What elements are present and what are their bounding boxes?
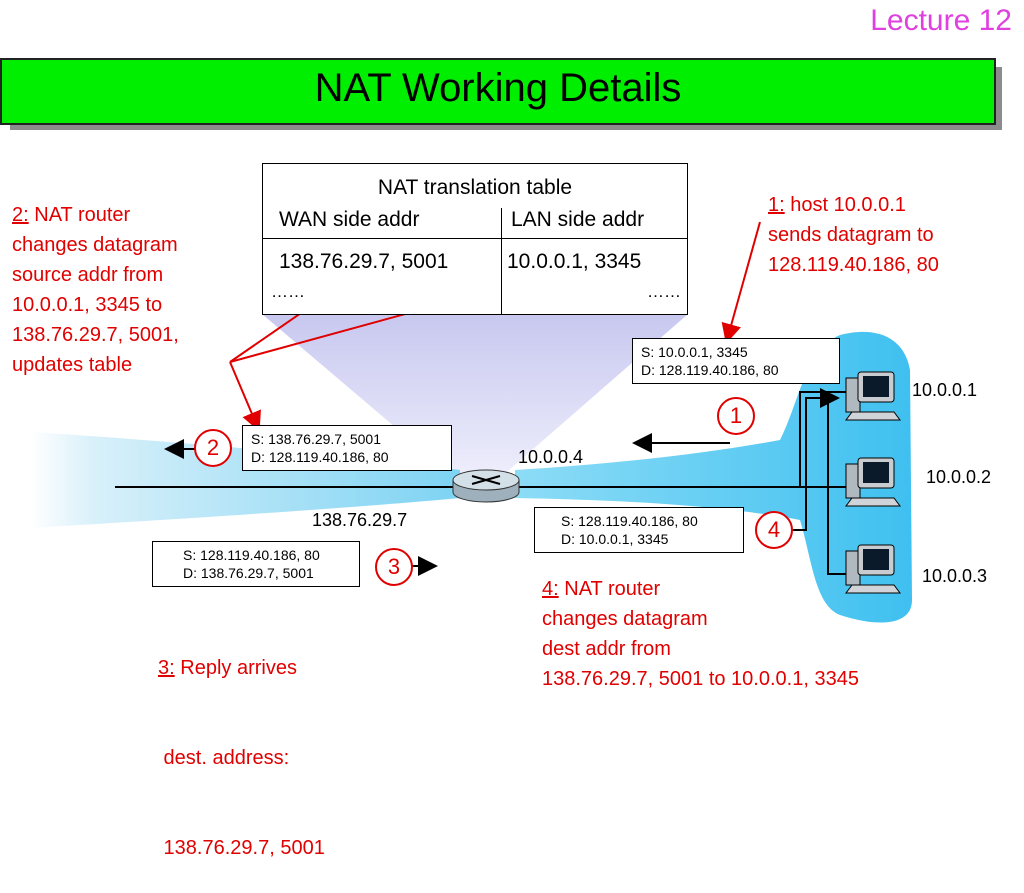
annotation-step2: 2: NAT router changes datagram source ad… [12, 200, 179, 380]
datagram-3-source: S: 128.119.40.186, 80 [183, 547, 320, 563]
annotation-step2-line: source addr from [12, 264, 164, 286]
arrow-step1-to-packet1 [721, 221, 761, 344]
header-divider [263, 238, 687, 239]
annotation-step4-number: 4: [542, 578, 559, 600]
annotation-step2-line: 138.76.29.7, 5001, [12, 324, 179, 346]
datagram-1-dest: D: 128.119.40.186, 80 [641, 362, 779, 378]
annotation-step3-line: Reply arrives [180, 657, 297, 679]
datagram-box-3: S: 128.119.40.186, 80 D: 138.76.29.7, 50… [152, 541, 360, 587]
column-divider [501, 208, 502, 314]
datagram-3-dest: D: 138.76.29.7, 5001 [183, 565, 314, 581]
column-header-wan: WAN side addr [279, 208, 420, 231]
datagram-2-source: S: 138.76.29.7, 5001 [251, 431, 381, 447]
host-computer-icon-3 [845, 544, 901, 594]
annotation-step1-number: 1: [768, 194, 785, 216]
host-computer-icon-2 [845, 457, 901, 507]
nat-translation-table: NAT translation table WAN side addr LAN … [262, 163, 688, 315]
nat-diagram [30, 221, 912, 623]
datagram-box-1: S: 10.0.0.1, 3345 D: 128.119.40.186, 80 [632, 338, 840, 384]
nat-router-icon [452, 469, 520, 503]
annotation-step4-line: NAT router [564, 578, 661, 600]
router-lan-address: 10.0.0.4 [518, 447, 584, 467]
step-marker-4: 4 [755, 511, 793, 549]
annotation-step1-line: 128.119.40.186, 80 [768, 254, 939, 276]
datagram-2-dest: D: 128.119.40.186, 80 [251, 449, 389, 465]
table-more-wan: …… [271, 282, 305, 301]
lecture-label: Lecture 12 [870, 4, 1012, 37]
table-title: NAT translation table [377, 176, 573, 199]
title-bar [0, 58, 996, 125]
wan-network-cloud [30, 432, 460, 528]
arrow-step2-to-packet2 [229, 361, 261, 432]
table-row-wan-addr: 138.76.29.7, 5001 [279, 250, 449, 273]
datagram-4-source: S: 128.119.40.186, 80 [561, 513, 698, 529]
annotation-step4-line: changes datagram [542, 608, 708, 630]
annotation-step2-line: 10.0.0.1, 3345 to [12, 294, 163, 316]
annotation-step4: 4: NAT router changes datagram dest addr… [542, 574, 859, 694]
annotation-step2-line: NAT router [34, 204, 131, 226]
step-marker-2: 2 [194, 429, 232, 467]
table-more-lan: …… [647, 282, 681, 301]
lan-network-cloud [515, 331, 912, 623]
datagram-4-dest: D: 10.0.0.1, 3345 [561, 531, 669, 547]
host2-address: 10.0.0.2 [926, 467, 992, 487]
host3-address: 10.0.0.3 [922, 566, 988, 586]
datagram-1-source: S: 10.0.0.1, 3345 [641, 344, 748, 360]
host1-address: 10.0.0.1 [912, 380, 978, 400]
slide-title: NAT Working Details [314, 66, 682, 110]
annotation-step3-line: 138.76.29.7, 5001 [158, 837, 325, 859]
host-computer-icon-1 [845, 371, 901, 421]
step-marker-3: 3 [375, 548, 413, 586]
step-marker-1: 1 [717, 397, 755, 435]
table-projection-cone [262, 314, 688, 478]
annotation-step1-line: host 10.0.0.1 [790, 194, 906, 216]
annotation-step1: 1: host 10.0.0.1 sends datagram to 128.1… [768, 190, 939, 280]
annotation-step1-line: sends datagram to [768, 224, 934, 246]
annotation-step2-line: updates table [12, 354, 133, 376]
router-wan-address: 138.76.29.7 [312, 510, 408, 530]
datagram-box-4: S: 128.119.40.186, 80 D: 10.0.0.1, 3345 [534, 507, 744, 553]
annotation-step4-line: 138.76.29.7, 5001 to 10.0.0.1, 3345 [542, 668, 859, 690]
column-header-lan: LAN side addr [511, 208, 645, 231]
flow-arrow-step4 [790, 388, 840, 531]
annotation-step2-line: changes datagram [12, 234, 178, 256]
annotation-step3: 3: Reply arrives dest. address: 138.76.2… [158, 593, 325, 893]
annotation-step3-number: 3: [158, 657, 175, 679]
lan-link-host3 [827, 400, 850, 575]
table-row-lan-addr: 10.0.0.1, 3345 [507, 250, 642, 273]
datagram-box-2: S: 138.76.29.7, 5001 D: 128.119.40.186, … [242, 425, 452, 471]
annotation-step4-line: dest addr from [542, 638, 671, 660]
annotation-step2-number: 2: [12, 204, 29, 226]
annotation-step3-line: dest. address: [158, 747, 290, 769]
